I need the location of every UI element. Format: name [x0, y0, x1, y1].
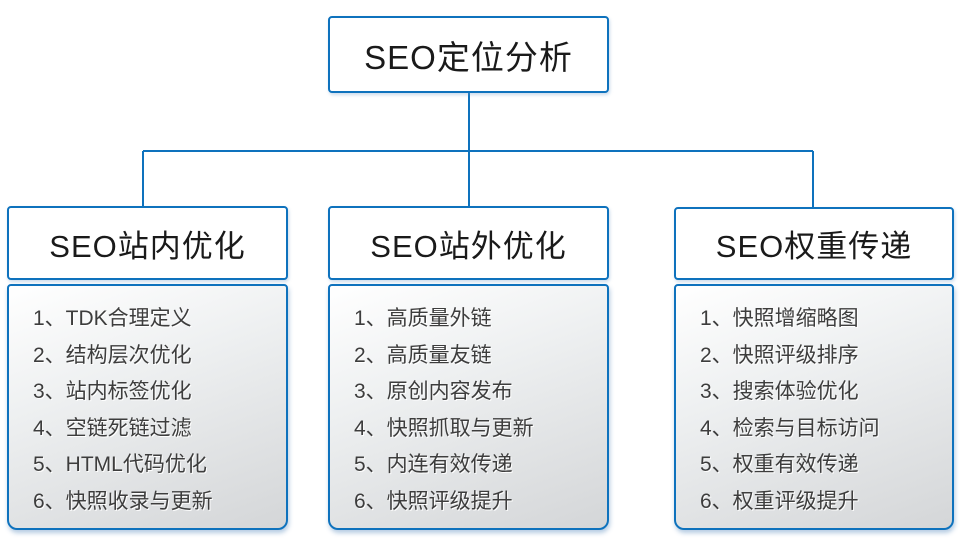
list-item: 1、快照增缩略图: [700, 307, 859, 330]
onsite-items: 1、TDK合理定义 2、结构层次优化 3、站内标签优化 4、空链死链过滤 5、H…: [33, 301, 286, 520]
column-offsite-title: SEO站外优化: [370, 228, 567, 264]
weight-items: 1、快照增缩略图 2、快照评级排序 3、搜索体验优化 4、检索与目标访问 5、权…: [700, 301, 952, 520]
list-item: 5、内连有效传递: [354, 453, 513, 476]
list-item: 4、快照抓取与更新: [354, 416, 534, 440]
list-item: 2、结构层次优化: [33, 343, 192, 367]
list-item: 5、权重有效传递: [700, 453, 859, 476]
column-weight-title: SEO权重传递: [715, 229, 913, 264]
column-onsite-header: SEO站内优化: [7, 206, 288, 280]
list-item: 2、高质量友链: [354, 343, 492, 367]
list-item: 1、TDK合理定义: [33, 307, 192, 330]
list-item: 2、快照评级排序: [700, 343, 859, 367]
list-item: 4、检索与目标访问: [700, 416, 880, 440]
list-item: 3、搜索体验优化: [700, 380, 859, 403]
list-item: 3、站内标签优化: [33, 380, 192, 403]
list-item: 1、高质量外链: [354, 307, 492, 330]
column-offsite-header: SEO站外优化: [328, 206, 609, 280]
list-item: 6、权重评级提升: [700, 489, 859, 513]
offsite-items: 1、高质量外链 2、高质量友链 3、原创内容发布 4、快照抓取与更新 5、内连有…: [354, 301, 607, 520]
root-node-title: SEO定位分析: [364, 38, 573, 76]
list-item: 4、空链死链过滤: [33, 416, 192, 440]
column-onsite-list: 1、TDK合理定义 2、结构层次优化 3、站内标签优化 4、空链死链过滤 5、H…: [7, 284, 288, 530]
list-item: 5、HTML代码优化: [33, 453, 207, 476]
column-weight-header: SEO权重传递: [674, 207, 954, 280]
list-item: 6、快照评级提升: [354, 489, 513, 513]
column-onsite-title: SEO站内优化: [49, 228, 246, 264]
list-item: 3、原创内容发布: [354, 380, 513, 403]
root-node-seo-positioning: SEO定位分析: [328, 16, 609, 93]
column-weight-list: 1、快照增缩略图 2、快照评级排序 3、搜索体验优化 4、检索与目标访问 5、权…: [674, 284, 954, 530]
column-offsite-list: 1、高质量外链 2、高质量友链 3、原创内容发布 4、快照抓取与更新 5、内连有…: [328, 284, 609, 530]
list-item: 6、快照收录与更新: [33, 489, 213, 513]
